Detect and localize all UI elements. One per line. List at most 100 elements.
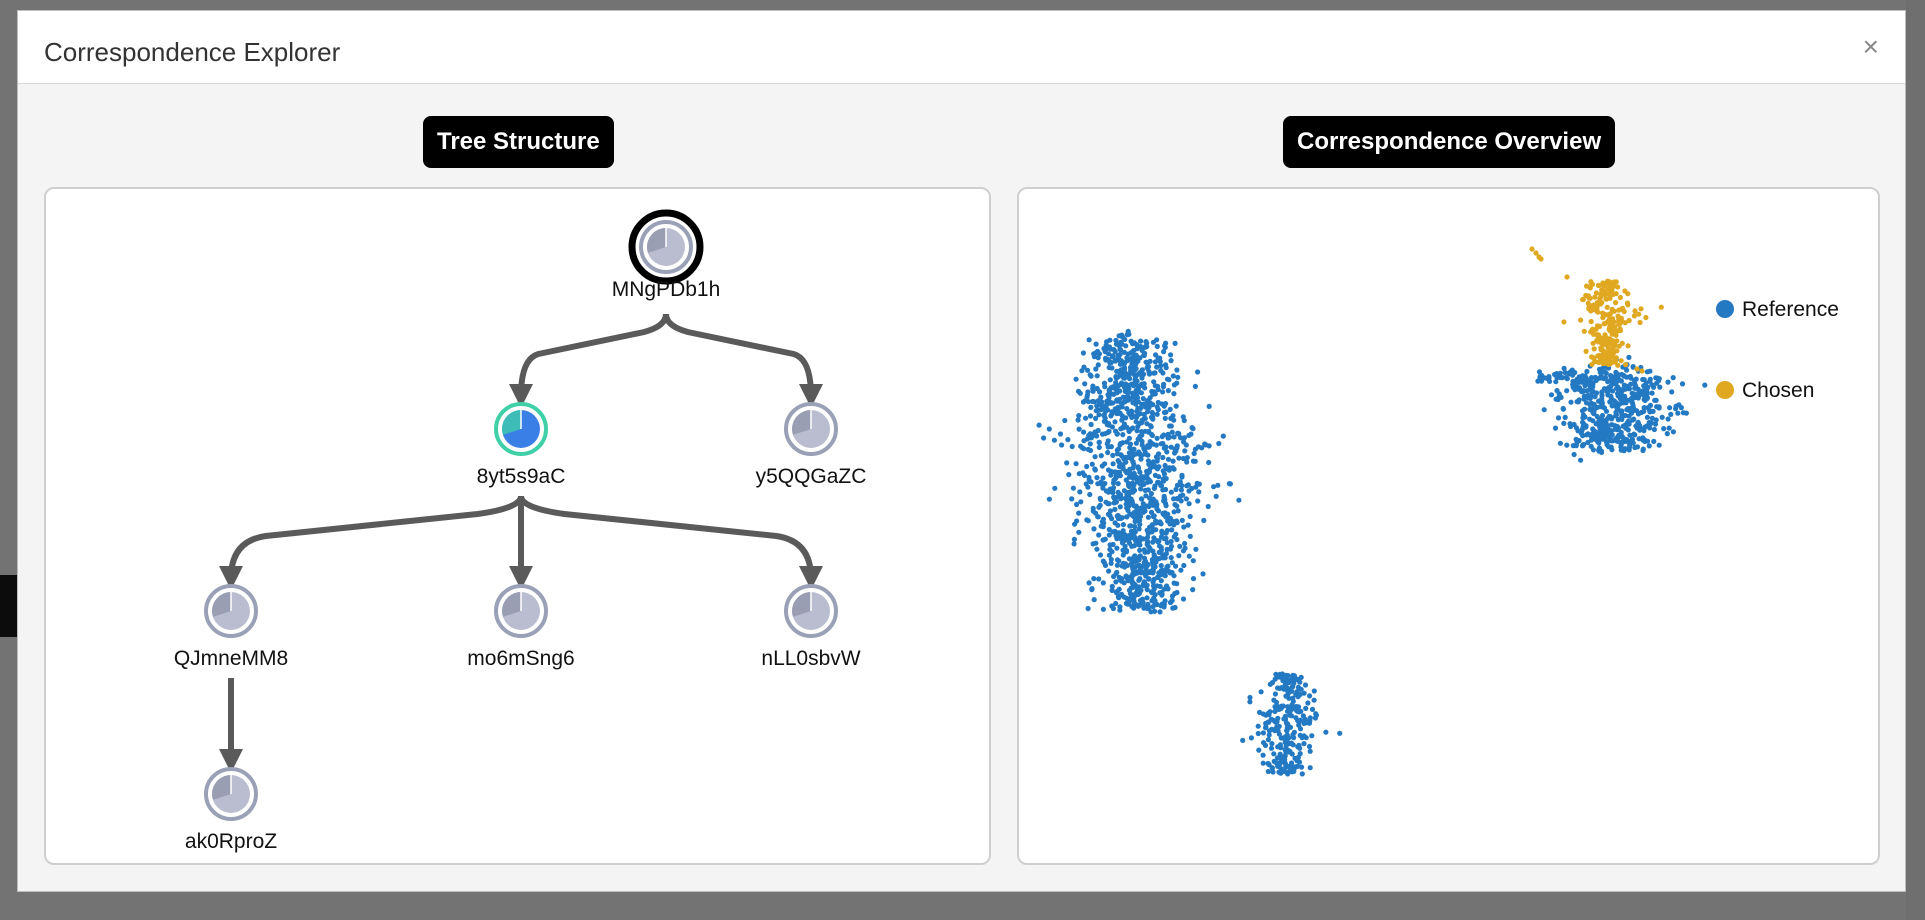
- reference-point: [1289, 688, 1295, 694]
- reference-point: [1594, 414, 1600, 420]
- reference-point: [1187, 533, 1193, 539]
- reference-point: [1106, 526, 1112, 533]
- chosen-point: [1643, 314, 1649, 321]
- reference-point: [1169, 560, 1175, 566]
- reference-point: [1291, 729, 1297, 735]
- reference-point: [1133, 583, 1139, 589]
- reference-point: [1052, 485, 1058, 491]
- reference-point: [1086, 477, 1092, 483]
- reference-point: [1271, 758, 1277, 765]
- reference-point: [1169, 527, 1175, 533]
- reference-point: [1100, 475, 1106, 481]
- reference-point: [1629, 437, 1635, 443]
- reference-point: [1305, 700, 1311, 706]
- reference-point: [1616, 432, 1622, 438]
- reference-point: [1592, 374, 1598, 380]
- reference-point: [1154, 343, 1160, 349]
- reference-point: [1199, 445, 1205, 451]
- reference-point: [1114, 545, 1120, 551]
- reference-point: [1190, 558, 1196, 564]
- reference-point: [1128, 350, 1134, 356]
- reference-point: [1132, 414, 1138, 420]
- reference-point: [1162, 343, 1168, 349]
- reference-point: [1298, 674, 1304, 680]
- chosen-point: [1636, 311, 1642, 317]
- close-button[interactable]: ×: [1862, 31, 1879, 62]
- reference-point: [1109, 587, 1115, 593]
- reference-point: [1114, 447, 1120, 453]
- reference-point: [1135, 389, 1141, 395]
- reference-point: [1161, 445, 1167, 451]
- reference-point: [1618, 442, 1624, 448]
- reference-point: [1153, 352, 1159, 358]
- reference-point: [1148, 491, 1154, 497]
- reference-point: [1112, 506, 1118, 512]
- reference-point: [1140, 583, 1146, 589]
- tree-node-QJmneMM8[interactable]: QJmneMM8: [174, 584, 288, 670]
- reference-point: [1580, 442, 1586, 449]
- reference-point: [1258, 689, 1264, 695]
- reference-point: [1139, 442, 1145, 448]
- reference-point: [1087, 372, 1093, 378]
- reference-point: [1117, 351, 1123, 357]
- reference-point: [1166, 465, 1172, 471]
- reference-point: [1091, 597, 1097, 603]
- reference-point: [1145, 514, 1151, 520]
- reference-point: [1285, 704, 1291, 710]
- tree-node-mo6mSng6[interactable]: mo6mSng6: [467, 584, 575, 670]
- reference-point: [1286, 769, 1292, 775]
- reference-point: [1152, 483, 1158, 489]
- reference-point: [1189, 485, 1195, 492]
- reference-point: [1094, 373, 1100, 379]
- reference-point: [1174, 520, 1180, 526]
- reference-point: [1285, 763, 1291, 770]
- reference-point: [1292, 764, 1298, 770]
- reference-point: [1606, 387, 1612, 393]
- reference-point: [1093, 510, 1099, 516]
- reference-point: [1572, 387, 1578, 393]
- chosen-point: [1616, 343, 1622, 349]
- reference-point: [1093, 415, 1099, 421]
- tree-node-8yt5s9aC[interactable]: 8yt5s9aC: [477, 402, 566, 488]
- chosen-point: [1634, 366, 1640, 372]
- chosen-point: [1620, 305, 1626, 311]
- reference-point: [1624, 407, 1630, 413]
- reference-point: [1282, 715, 1288, 722]
- reference-point: [1096, 532, 1102, 538]
- reference-point: [1127, 511, 1133, 517]
- reference-point: [1051, 437, 1057, 443]
- reference-point: [1268, 745, 1275, 751]
- tree-node-nLL0sbvW[interactable]: nLL0sbvW: [761, 584, 861, 670]
- reference-point: [1132, 353, 1138, 359]
- reference-point: [1114, 368, 1120, 374]
- tree-node-ak0RproZ[interactable]: ak0RproZ: [185, 767, 277, 853]
- reference-point: [1100, 580, 1106, 586]
- reference-point: [1129, 574, 1135, 580]
- reference-point: [1165, 388, 1171, 394]
- reference-point: [1590, 426, 1596, 432]
- reference-point: [1178, 498, 1184, 504]
- reference-point: [1174, 496, 1180, 502]
- reference-point: [1194, 480, 1200, 486]
- reference-point: [1123, 573, 1129, 579]
- reference-point: [1173, 563, 1179, 569]
- tree-node-MNgPDb1h[interactable]: MNgPDb1h: [612, 209, 721, 301]
- chosen-point: [1591, 331, 1597, 337]
- reference-point: [1109, 365, 1115, 371]
- chosen-point: [1588, 280, 1594, 287]
- reference-point: [1196, 489, 1202, 495]
- reference-point: [1536, 369, 1543, 375]
- chosen-point: [1602, 360, 1608, 366]
- reference-point: [1093, 341, 1099, 347]
- reference-point: [1289, 706, 1295, 712]
- reference-point: [1076, 426, 1082, 432]
- reference-point: [1129, 543, 1135, 549]
- reference-point: [1156, 474, 1162, 480]
- reference-point: [1130, 453, 1136, 459]
- reference-point: [1668, 411, 1674, 417]
- tree-node-y5QQGaZC[interactable]: y5QQGaZC: [756, 402, 867, 488]
- reference-point: [1096, 412, 1102, 418]
- reference-point: [1114, 536, 1120, 542]
- reference-point: [1211, 484, 1217, 490]
- reference-point: [1138, 505, 1144, 511]
